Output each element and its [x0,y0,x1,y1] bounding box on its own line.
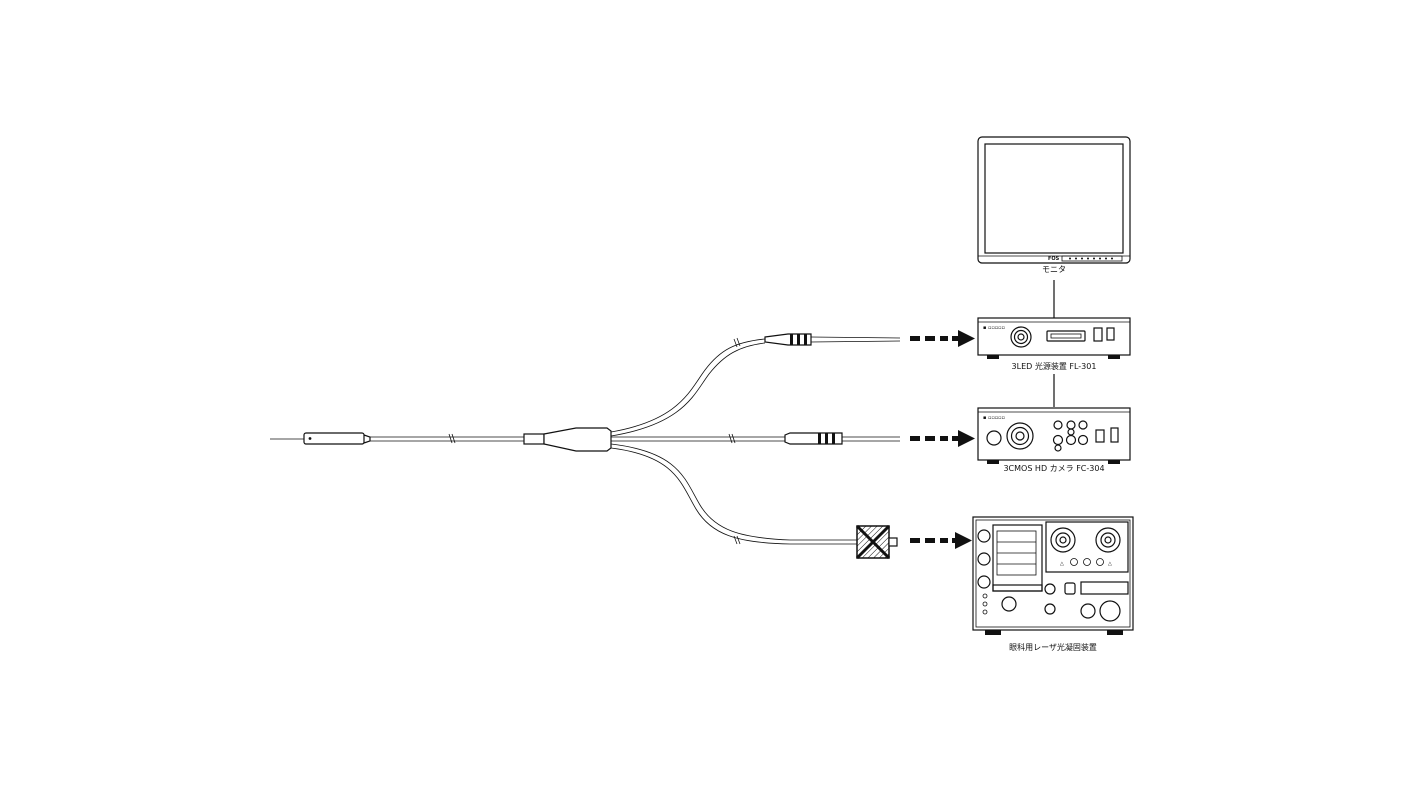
light-source-label: 3LED 光源装置 FL-301 [1012,361,1097,371]
arrow-to-camera [910,430,975,447]
monitor-buttons [1069,257,1113,260]
monitor-brand: FOS [1048,256,1060,262]
camera-label: 3CMOS HD カメラ FC-304 [1003,464,1104,473]
arrow-to-light-source [910,330,975,347]
main-cable [370,433,524,444]
light-source-device: ▪ ▫▫▫▫▫ 3LED 光源装置 FL-301 [977,317,1131,371]
camera-button-cluster [1052,420,1089,452]
branch-cable-camera [611,432,900,445]
cable-splitter [523,427,612,452]
camera-device: ▪ ▫▫▫▫▫ 3CMOS HD カメラ FC-304 [977,407,1131,473]
svg-text:△: △ [1108,561,1112,567]
laser-device: △ △ 眼科用レーザ光凝固装置 [972,516,1134,652]
branch-cable-laser [610,443,898,560]
arrow-to-laser [910,532,972,549]
svg-text:▪ ▫▫▫▫▫: ▪ ▫▫▫▫▫ [983,325,1005,331]
svg-text:▪ ▫▫▫▫▫: ▪ ▫▫▫▫▫ [983,415,1005,421]
svg-text:△: △ [1060,561,1064,567]
monitor-device: FOS モニタ [977,136,1131,274]
probe-handpiece [303,432,371,445]
monitor-label: モニタ [1042,265,1066,274]
probe-assembly [270,333,901,560]
branch-cable-light [610,333,901,437]
laser-label: 眼科用レーザ光凝固装置 [1009,642,1097,652]
